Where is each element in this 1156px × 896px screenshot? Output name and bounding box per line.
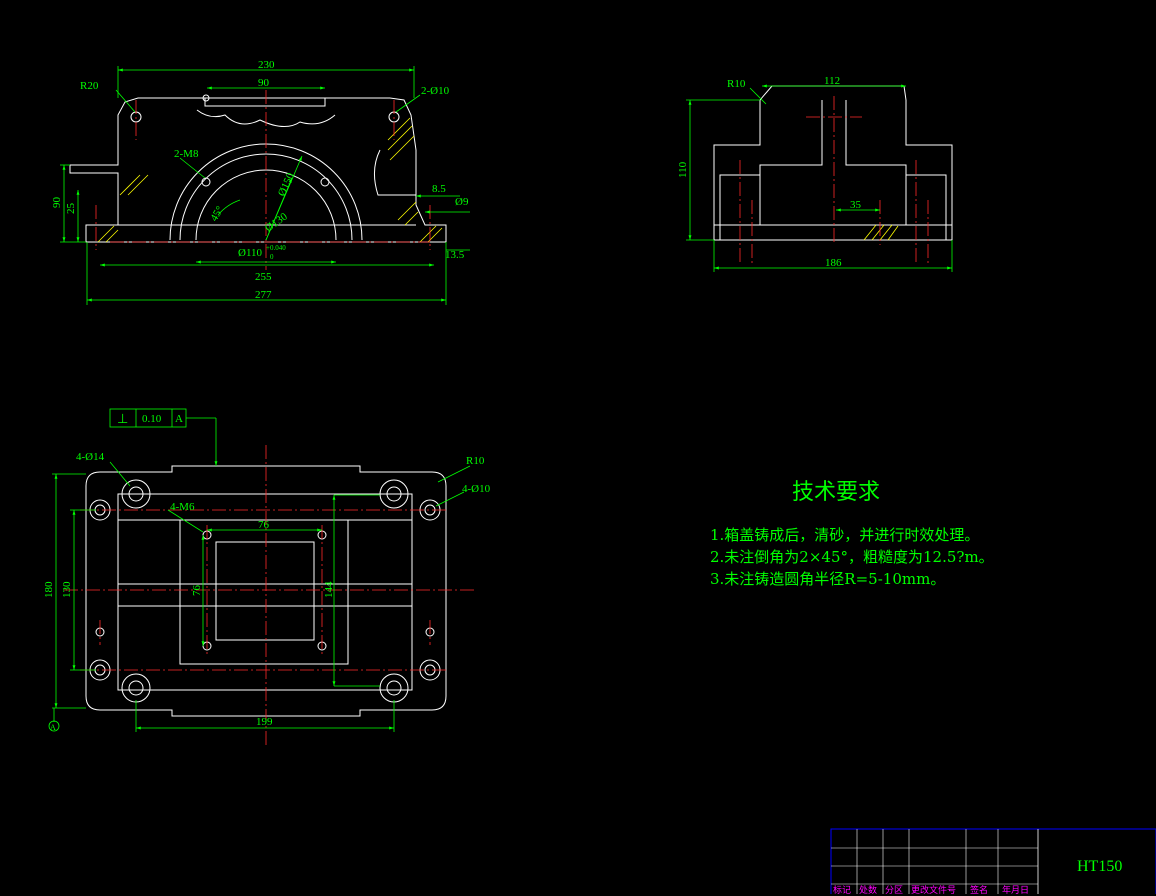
top-dim-4-m6: 4-M6 [170, 501, 195, 513]
dim-2-m8: 2-M8 [174, 148, 199, 160]
tb-header-change-doc: 更改文件号 [911, 886, 957, 896]
top-dimensions [48, 461, 471, 732]
dim-tol-lower: 0 [270, 253, 274, 261]
tb-header-zone: 分区 [885, 886, 904, 896]
tb-header-count: 处数 [859, 886, 878, 896]
side-dim-186: 186 [825, 257, 842, 269]
top-holes [89, 479, 441, 703]
side-dim-110: 110 [677, 161, 689, 178]
top-dim-199: 199 [256, 716, 273, 728]
front-outline [69, 97, 447, 243]
top-dim-76h: 76 [191, 585, 203, 597]
material-label: HT150 [1077, 858, 1123, 875]
top-dim-4-14: 4-Ø14 [76, 451, 105, 463]
side-view: R10 112 110 35 186 [677, 75, 953, 272]
top-dim-130: 130 [61, 581, 73, 598]
dim-h90: 90 [51, 197, 63, 209]
side-hatch [863, 224, 899, 241]
top-view: ⊥ 0.10 A 4-Ø14 R10 4-Ø10 [43, 408, 491, 745]
top-dim-4-10: 4-Ø10 [462, 483, 491, 495]
title-block-grid [830, 828, 1156, 894]
top-dim-76w: 76 [258, 519, 270, 531]
tolerance-value: 0.10 [142, 413, 162, 425]
technical-requirements: 技术要求 1.箱盖铸成后，清砂，并进行时效处理。 2.未注倒角为2×45°，粗糙… [710, 474, 994, 590]
datum-a-symbol: A [50, 723, 56, 732]
top-outline [85, 465, 447, 717]
tb-header-date: 年月日 [1002, 886, 1030, 896]
dim-tol-upper: +0.040 [266, 244, 286, 252]
dim-255: 255 [255, 271, 272, 283]
tech-requirement-2: 2.未注倒角为2×45°，粗糙度为12.5?m。 [710, 548, 994, 566]
tech-requirement-1: 1.箱盖铸成后，清砂，并进行时效处理。 [710, 526, 980, 544]
dim-9: Ø9 [455, 196, 469, 208]
dim-2-10: 2-Ø10 [421, 85, 450, 97]
tolerance-datum: A [175, 413, 183, 425]
dim-45: 45° [208, 204, 226, 223]
top-dim-144: 144 [323, 581, 335, 598]
tb-header-mark: 标记 [833, 886, 852, 896]
top-dim-180: 180 [43, 581, 55, 598]
dim-230: 230 [258, 59, 275, 71]
tb-header-signature: 签名 [970, 886, 989, 896]
top-dim-r10: R10 [466, 455, 485, 467]
tech-requirement-3: 3.未注铸造圆角半径R=5-10mm。 [710, 570, 946, 588]
front-hatch [97, 117, 443, 243]
perpendicularity-symbol: ⊥ [117, 411, 128, 426]
dim-h25: 25 [65, 203, 77, 215]
side-dimensions [686, 84, 953, 272]
dim-110: Ø110 [238, 247, 263, 259]
geometric-tolerance-frame [109, 408, 218, 466]
side-dim-35: 35 [850, 199, 862, 211]
dim-277: 277 [255, 289, 272, 301]
dim-r20: R20 [80, 80, 99, 92]
dim-150: Ø150 [276, 171, 297, 199]
dim-13-5: 13.5 [445, 249, 465, 261]
front-view: 230 90 R20 2-Ø10 2-M8 Ø150 Ø130 45° Ø110… [51, 59, 470, 305]
tech-requirements-title: 技术要求 [792, 480, 881, 505]
dim-90: 90 [258, 77, 270, 89]
side-dim-r10: R10 [727, 78, 746, 90]
bearing-mid-arc [179, 153, 353, 241]
dim-130: Ø130 [263, 210, 290, 234]
side-dim-112: 112 [824, 75, 840, 87]
dim-8-5: 8.5 [432, 183, 446, 195]
front-dimensions [60, 66, 470, 305]
